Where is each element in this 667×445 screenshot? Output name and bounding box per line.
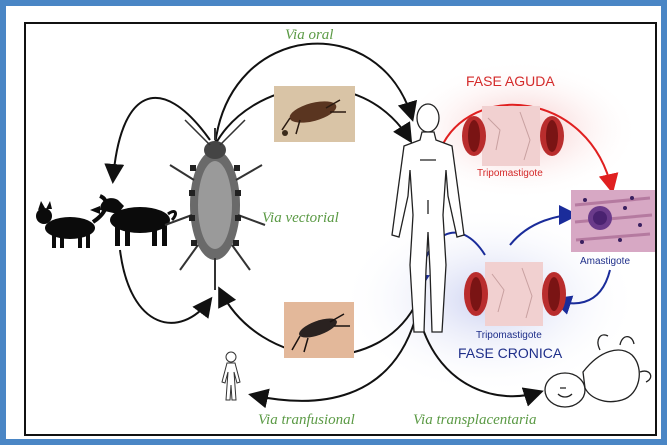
label-tripomastigote-acute: Tripomastigote: [477, 168, 543, 179]
label-via-transplacentaria: Via transplacentaria: [413, 412, 536, 429]
label-tripomastigote-chronic: Tripomastigote: [476, 330, 542, 341]
bug-photo-top: [274, 86, 355, 142]
label-via-vectorial: Via vectorial: [262, 210, 339, 227]
tissue-amastigote-icon: [571, 190, 655, 252]
label-via-oral: Via oral: [285, 27, 333, 44]
dog-icon: [90, 198, 175, 246]
cat-icon: [36, 196, 106, 248]
label-amastigote: Amastigote: [580, 256, 630, 267]
bug-photo-bottom: [284, 302, 354, 358]
arrow-animals-to-vector: [120, 250, 210, 323]
human-small-icon: [222, 352, 240, 400]
label-via-tranfusional: Via tranfusional: [258, 412, 355, 429]
label-fase-aguda: FASE AGUDA: [466, 73, 555, 89]
label-fase-cronica: FASE CRONICA: [458, 345, 562, 361]
triatomine-bug-icon: [165, 120, 265, 290]
